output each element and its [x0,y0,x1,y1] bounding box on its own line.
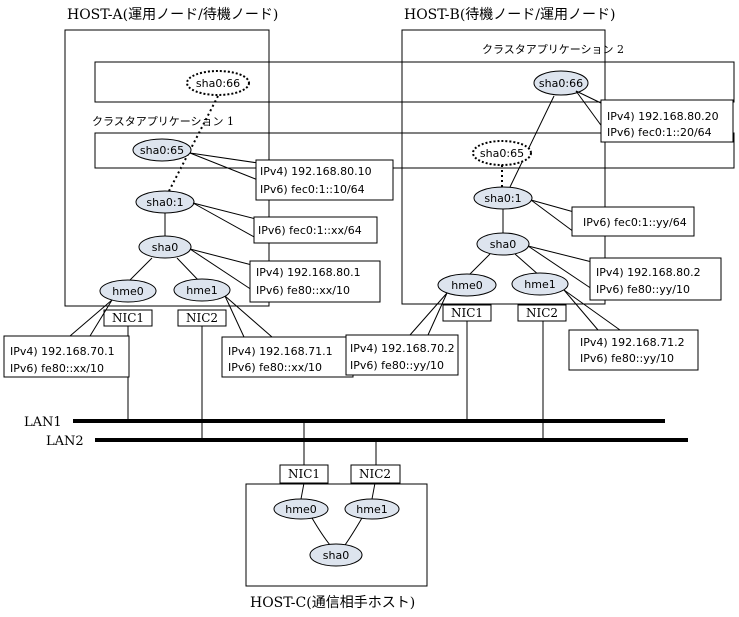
host-a-hme1-label: hme1 [186,284,217,297]
host-c-hme1-node [344,498,400,520]
host-a-callout-hme1: IPv4) 192.168.71.1 IPv6) fe80::xx/10 [221,295,354,378]
cluster-app-1-label: クラスタアプリケーション 1 [92,115,234,128]
host-c-hme0-node [273,498,329,520]
host-c-box [245,483,428,587]
host-c-sha0-node [309,543,363,567]
host-c-title: HOST-C(通信相手ホスト) [250,595,415,611]
svg-text:IPv4) 192.168.71.1: IPv4) 192.168.71.1 [228,345,333,358]
lan1-label: LAN1 [24,415,62,430]
host-b-callout-sha0: IPv4) 192.168.80.2 IPv6) fe80::yy/10 [527,245,722,301]
cluster-app-2-label: クラスタアプリケーション 2 [482,43,624,56]
svg-text:IPv4) 192.168.70.2: IPv4) 192.168.70.2 [350,342,455,355]
lan2-label: LAN2 [46,434,84,449]
host-a-sha0-65-node [132,138,192,162]
host-b-sha0-65-label: sha0:65 [480,147,524,160]
host-a-hme0-node [99,279,157,303]
host-a: HOST-A(運用ノード/待機ノード) クラスタアプリケーション 1 sha0:… [3,7,735,378]
host-b-nic2-box [517,304,567,322]
host-b-sha0-1-label: sha0:1 [484,192,521,205]
host-b-sha0-label: sha0 [490,238,516,251]
host-a-nic1-box [103,309,153,327]
svg-text:IPv4) 192.168.80.10: IPv4) 192.168.80.10 [260,165,372,178]
host-a-hme1-node [173,278,231,302]
host-a-sha0-1-label: sha0:1 [146,196,183,209]
svg-text:IPv6) fe80::yy/10: IPv6) fe80::yy/10 [580,352,674,365]
host-b-nic2-label: NIC2 [526,306,558,320]
host-a-callout-sha0: IPv4) 192.168.80.1 IPv6) fe80::xx/10 [189,248,381,303]
host-a-app2-band [94,61,735,103]
svg-text:IPv6) fec0:1::yy/64: IPv6) fec0:1::yy/64 [583,216,687,229]
host-a-callout-sha0-1: IPv6) fec0:1::xx/64 [192,202,378,244]
host-c-nic2-box [350,464,401,484]
host-a-sha0-1-node [135,190,195,214]
host-c-nic1-label: NIC1 [288,467,320,481]
host-a-hme0-label: hme0 [112,285,143,298]
host-c-sha0-label: sha0 [323,549,349,562]
host-a-callout-hme0: IPv4) 192.168.70.1 IPv6) fe80::xx/10 [3,299,130,378]
svg-text:IPv6) fe80::xx/10: IPv6) fe80::xx/10 [228,361,322,374]
host-a-nic2-box [177,309,227,327]
host-b-sha0-65-node [472,140,532,166]
host-a-sha0-66-node [186,70,250,96]
host-c: HOST-C(通信相手ホスト) NIC1 NIC2 hme0 hme1 sha0 [245,464,428,611]
host-c-hme1-label: hme1 [356,503,387,516]
host-b-callout-hme0: IPv4) 192.168.70.2 IPv6) fe80::yy/10 [345,292,459,376]
svg-text:IPv6) fe80::yy/10: IPv6) fe80::yy/10 [350,359,444,372]
host-b-sha0-node [476,232,530,256]
svg-text:IPv4) 192.168.80.20: IPv4) 192.168.80.20 [607,110,719,123]
host-a-app1-band [94,132,735,169]
host-b-hme0-node [437,273,497,297]
svg-text:IPv4) 192.168.80.2: IPv4) 192.168.80.2 [596,266,701,279]
host-b-callout-sha0-66: IPv4) 192.168.80.20 IPv6) fec0:1::20/64 [575,90,734,143]
host-a-sha0-label: sha0 [152,241,178,254]
host-a-sha0-65-label: sha0:65 [140,144,184,157]
host-b-hme1-node [511,272,569,296]
host-c-hme0-label: hme0 [285,503,316,516]
svg-text:IPv6) fe80::xx/10: IPv6) fe80::xx/10 [256,284,350,297]
host-a-title: HOST-A(運用ノード/待機ノード) [67,7,278,23]
svg-text:IPv4) 192.168.70.1: IPv4) 192.168.70.1 [10,345,115,358]
svg-text:IPv6) fe80::xx/10: IPv6) fe80::xx/10 [10,362,104,375]
svg-text:IPv4) 192.168.80.1: IPv4) 192.168.80.1 [256,266,361,279]
svg-text:IPv6) fec0:1::20/64: IPv6) fec0:1::20/64 [607,126,712,139]
host-b-callout-hme1: IPv4) 192.168.71.2 IPv6) fe80::yy/10 [563,289,699,371]
host-b-nic1-box [442,304,492,322]
host-b-title: HOST-B(待機ノード/運用ノード) [404,7,615,23]
host-b-box [401,29,606,305]
host-a-sha0-node [138,235,192,259]
host-b-sha0-1-node [473,186,533,210]
svg-text:IPv6) fe80::yy/10: IPv6) fe80::yy/10 [596,283,690,296]
host-a-nic1-label: NIC1 [112,311,144,325]
host-b: HOST-B(待機ノード/運用ノード) クラスタアプリケーション 2 sha0:… [345,7,734,376]
svg-text:IPv6) fec0:1::xx/64: IPv6) fec0:1::xx/64 [258,224,362,237]
host-b-nic1-label: NIC1 [451,306,483,320]
svg-text:IPv4) 192.168.71.2: IPv4) 192.168.71.2 [580,336,685,349]
host-b-sha0-66-node [533,70,589,96]
host-a-sha0-66-label: sha0:66 [196,77,240,90]
host-b-sha0-66-label: sha0:66 [539,77,583,90]
host-a-callout-sha0-65: IPv4) 192.168.80.10 IPv6) fec0:1::10/64 [189,152,394,201]
host-b-hme0-label: hme0 [451,279,482,292]
host-a-nic2-label: NIC2 [186,311,218,325]
svg-text:IPv6) fec0:1::10/64: IPv6) fec0:1::10/64 [260,183,365,196]
host-b-hme1-label: hme1 [524,278,555,291]
host-b-callout-sha0-1: IPv6) fec0:1::yy/64 [530,199,695,237]
host-c-nic2-label: NIC2 [359,467,391,481]
